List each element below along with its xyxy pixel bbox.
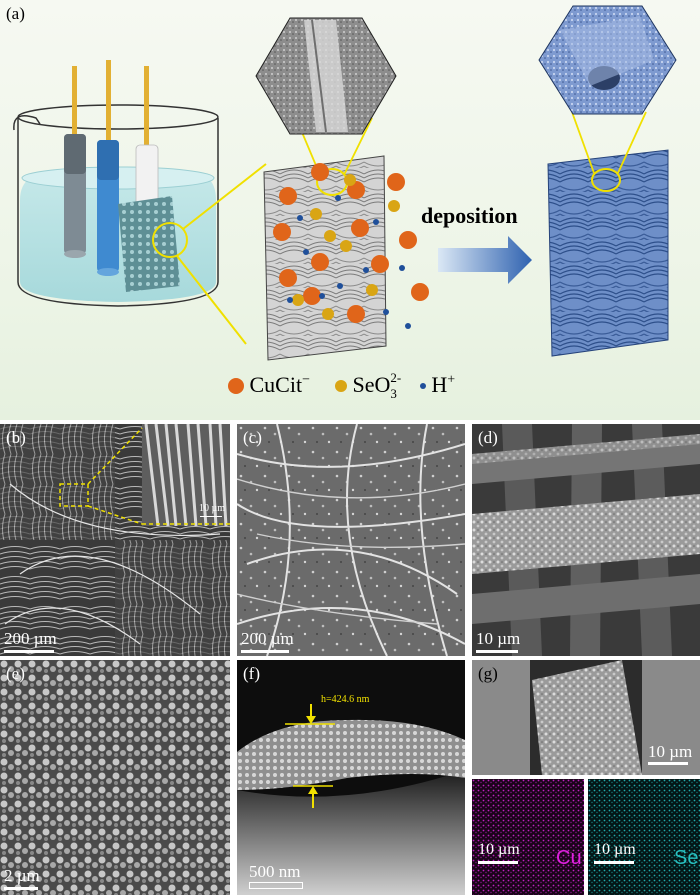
panel-a-schematic: (a) bbox=[0, 0, 700, 420]
cu-element-label: Cu bbox=[556, 847, 582, 869]
panel-a-label: (a) bbox=[6, 4, 25, 23]
legend-seo3: SeO bbox=[352, 372, 391, 397]
panel-a-illustration bbox=[13, 5, 677, 361]
ion-particles bbox=[273, 163, 429, 329]
legend-h: H bbox=[431, 372, 448, 397]
panel-c-sem: (c) 200 µm bbox=[237, 424, 465, 656]
se-scalebar bbox=[594, 861, 634, 864]
panel-b-inset-scale: 10 µm bbox=[199, 503, 226, 514]
cucit-marker bbox=[228, 378, 244, 394]
cu-map: 10 µm Cu bbox=[472, 779, 584, 895]
legend-seo3-sub: 3 bbox=[390, 386, 397, 401]
panel-e-label: (e) bbox=[6, 664, 25, 683]
panel-c-label: (c) bbox=[243, 428, 262, 447]
deposition-label: deposition bbox=[421, 203, 518, 228]
seo3-marker bbox=[334, 380, 347, 392]
panel-f-scalebar bbox=[249, 882, 303, 889]
legend-h-sup: + bbox=[447, 372, 456, 388]
panel-b-sem: (b) 10 µm 200 µm bbox=[0, 424, 230, 656]
panel-b-scalebar bbox=[4, 650, 54, 653]
panel-g-label: (g) bbox=[478, 664, 498, 683]
se-element-label: Se bbox=[674, 847, 699, 869]
panel-e-scale-label: 2 µm bbox=[4, 866, 40, 885]
panel-f-sem: (f) h=424.6 nm 500 nm bbox=[237, 660, 465, 895]
legend-cucit-charge: − bbox=[302, 372, 310, 388]
legend-cucit: CuCit bbox=[249, 372, 303, 397]
panel-e-scalebar bbox=[4, 887, 38, 890]
panel-e-sem: (e) 2 µm bbox=[0, 660, 230, 895]
panel-c-scale-label: 200 µm bbox=[241, 629, 294, 648]
panel-d-label: (d) bbox=[478, 428, 498, 447]
panel-d-scalebar bbox=[476, 650, 518, 653]
legend-seo3-sup: 2- bbox=[390, 370, 402, 385]
panel-b-scale-label: 200 µm bbox=[4, 629, 57, 648]
panel-g-scalebar bbox=[648, 762, 688, 765]
panel-d-sem: (d) 10 µm bbox=[472, 424, 700, 656]
cu-scale-label: 10 µm bbox=[478, 841, 520, 858]
panel-g-sem: (g) 10 µm bbox=[472, 660, 700, 775]
se-scale-label: 10 µm bbox=[594, 841, 636, 858]
cu-scalebar bbox=[478, 861, 518, 864]
panel-b-inset-scalebar bbox=[200, 516, 222, 517]
panel-f-label: (f) bbox=[243, 664, 260, 683]
h-marker bbox=[419, 383, 426, 389]
panel-f-scale-label: 500 nm bbox=[249, 862, 301, 881]
panel-b-label: (b) bbox=[6, 428, 26, 447]
se-map: 10 µm Se bbox=[588, 779, 700, 895]
thickness-label: h=424.6 nm bbox=[321, 694, 370, 705]
panel-c-scalebar bbox=[241, 650, 289, 653]
panel-d-scale-label: 10 µm bbox=[476, 629, 521, 648]
panel-g-scale-label: 10 µm bbox=[648, 742, 693, 761]
thickness-markers bbox=[285, 704, 335, 808]
